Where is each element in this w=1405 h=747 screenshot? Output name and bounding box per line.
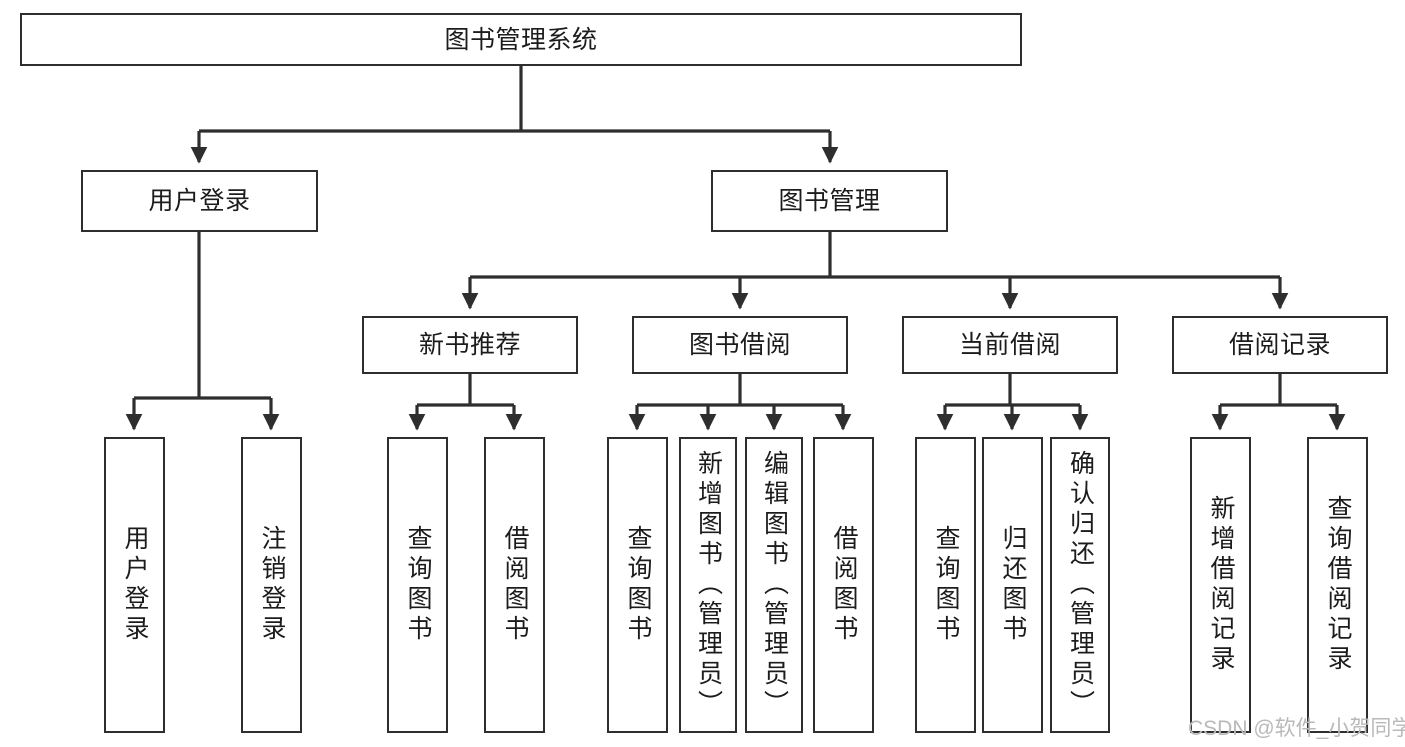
node-book-manage-label: 图书管理 xyxy=(778,187,881,215)
node-root-label: 图书管理系统 xyxy=(444,25,598,54)
edge-root-to-level2 xyxy=(190,66,839,164)
node-current-borrow-label: 当前借阅 xyxy=(958,331,1061,359)
node-leaf-user-login-label: 用户登录 xyxy=(121,525,149,645)
node-leaf-user-logout-label: 注销登录 xyxy=(258,525,286,645)
node-leaf-add-book[interactable]: 新增图书（管理员） xyxy=(679,437,737,733)
node-leaf-borrow-book-1-label: 借阅图书 xyxy=(501,525,529,645)
node-new-book-rec[interactable]: 新书推荐 xyxy=(362,316,578,374)
node-leaf-confirm-return[interactable]: 确认归还（管理员） xyxy=(1050,437,1110,733)
edge-borrowrecord-to-leaves xyxy=(1211,374,1346,431)
node-leaf-query-record-label: 查询借阅记录 xyxy=(1324,495,1352,675)
edge-currentborrow-to-leaves xyxy=(936,374,1089,431)
node-leaf-query-book-3-label: 查询图书 xyxy=(932,525,960,645)
node-leaf-query-book-3[interactable]: 查询图书 xyxy=(915,437,976,733)
node-book-borrow[interactable]: 图书借阅 xyxy=(632,316,848,374)
node-leaf-query-book-1-label: 查询图书 xyxy=(404,525,432,645)
node-leaf-borrow-book-2-label: 借阅图书 xyxy=(830,525,858,645)
node-root[interactable]: 图书管理系统 xyxy=(20,13,1022,66)
node-user-login-label: 用户登录 xyxy=(148,187,251,215)
node-leaf-query-record[interactable]: 查询借阅记录 xyxy=(1307,437,1368,733)
edge-userlogin-to-leaves xyxy=(125,232,280,431)
node-leaf-edit-book[interactable]: 编辑图书（管理员） xyxy=(745,437,803,733)
node-user-login[interactable]: 用户登录 xyxy=(81,170,318,232)
node-leaf-return-book[interactable]: 归还图书 xyxy=(982,437,1043,733)
node-borrow-record-label: 借阅记录 xyxy=(1228,331,1331,359)
csdn-watermark: CSDN @软件_小贺同学 xyxy=(1188,717,1405,740)
node-leaf-query-book-1[interactable]: 查询图书 xyxy=(387,437,448,733)
edge-bookmanage-to-level3 xyxy=(461,232,1289,310)
node-book-manage[interactable]: 图书管理 xyxy=(711,170,948,232)
node-leaf-add-record[interactable]: 新增借阅记录 xyxy=(1190,437,1251,733)
node-leaf-query-book-2[interactable]: 查询图书 xyxy=(607,437,668,733)
node-leaf-query-book-2-label: 查询图书 xyxy=(624,525,652,645)
node-leaf-add-record-label: 新增借阅记录 xyxy=(1207,495,1235,675)
node-leaf-borrow-book-1[interactable]: 借阅图书 xyxy=(484,437,545,733)
node-leaf-edit-book-label: 编辑图书（管理员） xyxy=(760,450,789,720)
node-leaf-user-logout[interactable]: 注销登录 xyxy=(241,437,302,733)
node-leaf-return-book-label: 归还图书 xyxy=(999,525,1027,645)
node-book-borrow-label: 图书借阅 xyxy=(688,331,791,359)
node-leaf-add-book-label: 新增图书（管理员） xyxy=(694,450,723,720)
node-leaf-confirm-return-label: 确认归还（管理员） xyxy=(1066,450,1095,720)
node-borrow-record[interactable]: 借阅记录 xyxy=(1172,316,1388,374)
node-leaf-user-login[interactable]: 用户登录 xyxy=(104,437,165,733)
edge-bookborrow-to-leaves xyxy=(628,374,852,431)
edge-newbookrec-to-leaves xyxy=(408,374,523,431)
node-leaf-borrow-book-2[interactable]: 借阅图书 xyxy=(813,437,874,733)
node-current-borrow[interactable]: 当前借阅 xyxy=(902,316,1118,374)
node-new-book-rec-label: 新书推荐 xyxy=(418,331,521,359)
